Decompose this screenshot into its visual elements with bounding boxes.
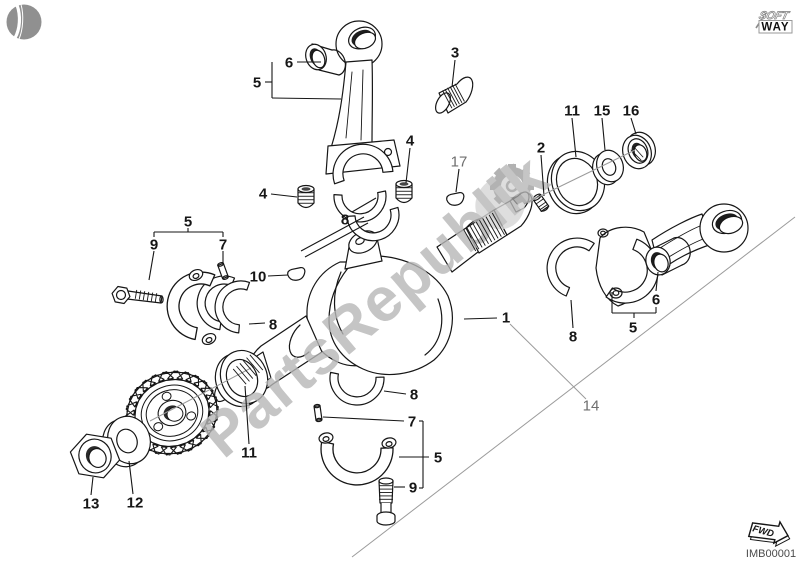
dowel-pin-bottom: [313, 403, 323, 423]
callout-label-11: 11: [241, 445, 257, 462]
parts-circle-logo: [6, 4, 42, 40]
callout-label-2: 2: [537, 140, 545, 157]
callout-label-14: 14: [583, 398, 600, 415]
callout-label-16: 16: [623, 103, 640, 120]
callout-label-6: 6: [652, 292, 660, 309]
callout-label-4: 4: [406, 133, 415, 150]
fwd-arrow-icon: FWD: [747, 520, 791, 548]
callout-label-7: 7: [408, 414, 416, 431]
callout-label-8: 8: [410, 387, 418, 404]
flanged-bushing-16: [622, 131, 656, 170]
washer-15: [592, 149, 624, 186]
callout-label-11: 11: [564, 103, 580, 120]
callout-label-10: 10: [250, 269, 267, 286]
callout-label-5: 5: [629, 320, 637, 337]
callout-label-15: 15: [594, 103, 611, 120]
softway-bottom-text: WAY: [761, 22, 789, 34]
connecting-rod-left: [305, 20, 401, 185]
leader-lines: [90, 59, 796, 558]
callout-label-1: 1: [502, 310, 510, 327]
callout-label-6: 6: [285, 55, 293, 72]
callout-label-12: 12: [127, 495, 144, 512]
callout-label-5: 5: [434, 450, 442, 467]
callout-label-9: 9: [150, 237, 158, 254]
cap-bosses: [188, 268, 397, 449]
woodruff-key-17: [446, 191, 465, 206]
callout-label-4: 4: [259, 186, 268, 203]
bolt-bottom: [376, 477, 396, 526]
callout-label-8: 8: [341, 212, 349, 229]
callout-label-8: 8: [569, 329, 577, 346]
woodruff-key-10: [287, 266, 306, 281]
bearing-shells: [196, 190, 595, 406]
watermark-gear-icon: [490, 164, 534, 208]
watermark-text: PartsRepublik: [188, 142, 562, 471]
connecting-rod-right: [595, 203, 749, 307]
softway-logo: SOFT WAY: [755, 10, 793, 34]
softway-top-text: SOFT: [758, 10, 791, 22]
watermark: PartsRepublik: [188, 142, 562, 471]
callout-label-13: 13: [83, 496, 100, 513]
callout-label-5: 5: [253, 75, 261, 92]
drawing-code: IMB00001: [746, 548, 796, 560]
callout-label-7: 7: [219, 237, 227, 254]
bearing-caps: [166, 271, 394, 486]
timing-gear: [124, 370, 220, 456]
callout-label-8: 8: [269, 317, 277, 334]
callout-label-17: 17: [451, 154, 468, 171]
callout-label-3: 3: [451, 45, 459, 62]
hex-nut: [69, 433, 121, 479]
callout-label-9: 9: [409, 480, 417, 497]
callout-label-5: 5: [184, 214, 192, 231]
